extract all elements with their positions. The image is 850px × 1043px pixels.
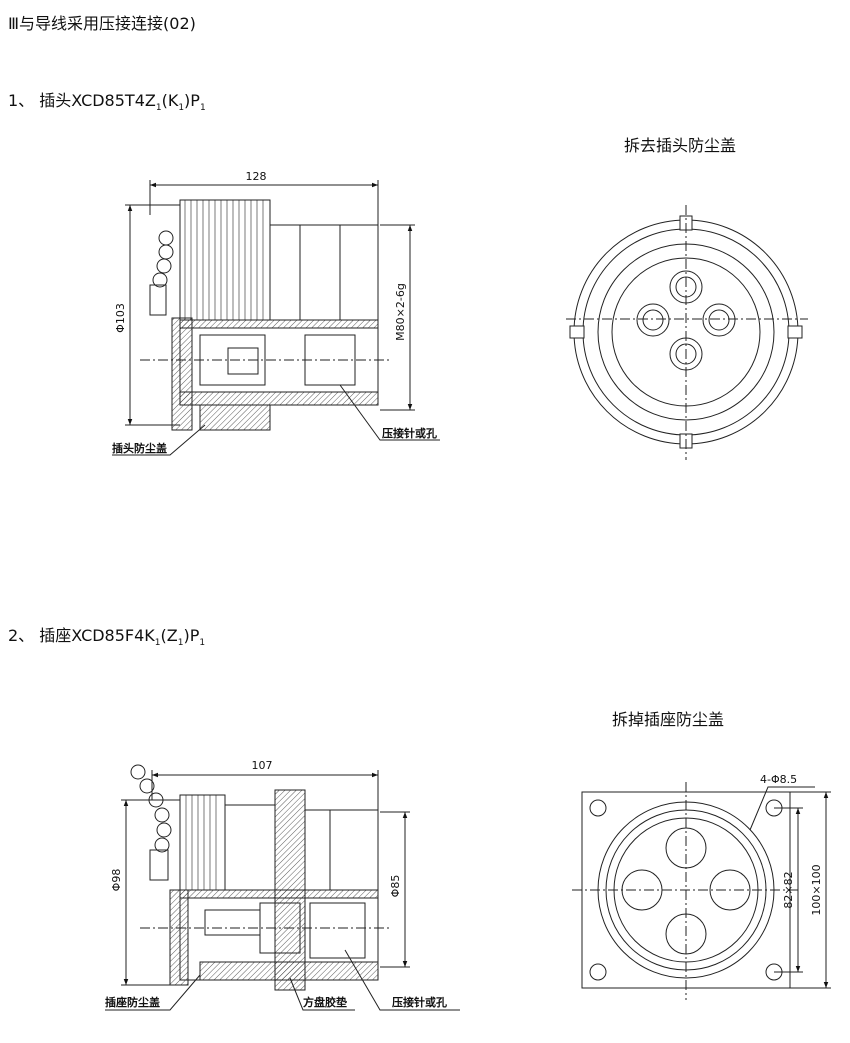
- plug-dim-diameter: Φ103: [114, 303, 127, 333]
- socket-label-gasket: 方盘胶垫: [303, 995, 347, 1009]
- plug-label-pin: 压接针或孔: [382, 426, 437, 440]
- socket-label-cap: 插座防尘盖: [105, 995, 160, 1009]
- socket-dim-length: 107: [252, 759, 273, 772]
- plug-heading: 1、 插头XCD85T4Z1(K1)P1: [8, 91, 206, 114]
- socket-dim-inner: Φ85: [389, 875, 402, 898]
- socket-side-view: [105, 764, 460, 1011]
- plug-front-caption: 拆去插头防尘盖: [624, 136, 737, 155]
- plug-dim-thread: M80×2-6g: [394, 283, 407, 341]
- socket-label-pin: 压接针或孔: [392, 995, 447, 1009]
- socket-dim-diameter: Φ98: [110, 869, 123, 892]
- section-title: Ⅲ与导线采用压接连接(02): [8, 14, 196, 33]
- plug-front-view: [566, 205, 808, 460]
- socket-dim-inner-square: 82×82: [782, 871, 795, 908]
- socket-dim-holes: 4-Φ8.5: [760, 773, 797, 786]
- socket-dim-outer-square: 100×100: [810, 864, 823, 915]
- plug-side-view: [112, 180, 440, 456]
- plug-dim-length: 128: [246, 170, 267, 183]
- socket-heading: 2、 插座XCD85F4K1(Z1)P1: [8, 626, 206, 649]
- socket-front-caption: 拆掉插座防尘盖: [612, 710, 725, 729]
- socket-front-view: [572, 782, 831, 1000]
- plug-label-cap: 插头防尘盖: [112, 441, 167, 455]
